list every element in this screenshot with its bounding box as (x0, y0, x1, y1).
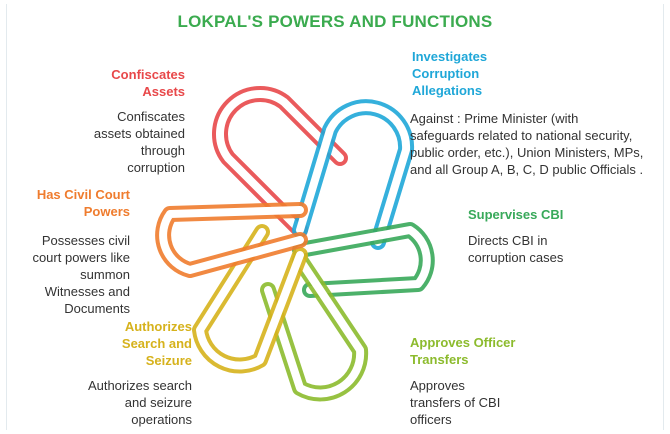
transfers-heading: Approves Officer Transfers (410, 334, 550, 368)
civil-court-heading-line: Powers (83, 204, 130, 219)
investigates-desc-line: safeguards related to national security, (410, 128, 633, 143)
confiscates-desc-line: corruption (127, 160, 185, 175)
confiscates-heading-line: Assets (142, 84, 185, 99)
diagram-title: LOKPAL'S POWERS AND FUNCTIONS (177, 12, 493, 31)
confiscates-desc-line: assets obtained (93, 126, 185, 141)
investigates-heading-line: Allegations (412, 83, 483, 98)
supervises-desc-line: Directs CBI in (468, 233, 548, 248)
search-description: Authorizes search and seizure operations (66, 377, 192, 428)
investigates-heading: Investigates Corruption Allegations (412, 48, 562, 99)
transfers-desc-line: transfers of CBI (410, 395, 501, 410)
confiscates-desc-line: Confiscates (117, 109, 185, 124)
search-heading-line: Search and (121, 336, 192, 351)
civil-court-desc-line: summon (80, 267, 130, 282)
transfers-desc-line: Approves (410, 378, 465, 393)
search-heading-line: Seizure (145, 353, 192, 368)
investigates-desc-line: and all Group A, B, C, D public Official… (410, 162, 644, 177)
civil-court-heading-line: Has Civil Court (36, 187, 130, 202)
confiscates-heading-line: Confiscates (111, 67, 185, 82)
confiscates-heading: Confiscates Assets (80, 66, 185, 100)
investigates-desc-line: public order, etc.), Union Ministers, MP… (410, 145, 644, 160)
transfers-desc-line: officers (410, 412, 452, 427)
transfers-description: Approves transfers of CBI officers (410, 377, 550, 428)
civil-court-description: Possesses civil court powers like summon… (18, 232, 130, 317)
transfers-heading-line: Approves Officer (410, 335, 516, 350)
civil-court-desc-line: Possesses civil (41, 233, 130, 248)
supervises-heading-line: Supervises CBI (468, 207, 564, 222)
search-desc-line: operations (131, 412, 192, 427)
search-desc-line: and seizure (124, 395, 192, 410)
confiscates-desc-line: through (140, 143, 185, 158)
investigates-description: Against : Prime Minister (with safeguard… (410, 110, 668, 178)
supervises-heading: Supervises CBI (468, 206, 608, 223)
supervises-desc-line: corruption cases (468, 250, 564, 265)
civil-court-desc-line: court powers like (32, 250, 130, 265)
civil-court-desc-line: Witnesses and (44, 284, 130, 299)
transfers-heading-line: Transfers (410, 352, 469, 367)
investigates-heading-line: Corruption (412, 66, 480, 81)
supervises-description: Directs CBI in corruption cases (468, 232, 608, 266)
civil-court-desc-line: Documents (64, 301, 130, 316)
civil-court-heading: Has Civil Court Powers (30, 186, 130, 220)
investigates-desc-line: Against : Prime Minister (with (410, 111, 579, 126)
confiscates-description: Confiscates assets obtained through corr… (70, 108, 185, 176)
search-heading: Authorizes Search and Seizure (100, 318, 192, 369)
investigates-heading-line: Investigates (412, 49, 488, 64)
search-heading-line: Authorizes (124, 319, 192, 334)
search-desc-line: Authorizes search (87, 378, 192, 393)
diagram-frame (6, 4, 664, 430)
